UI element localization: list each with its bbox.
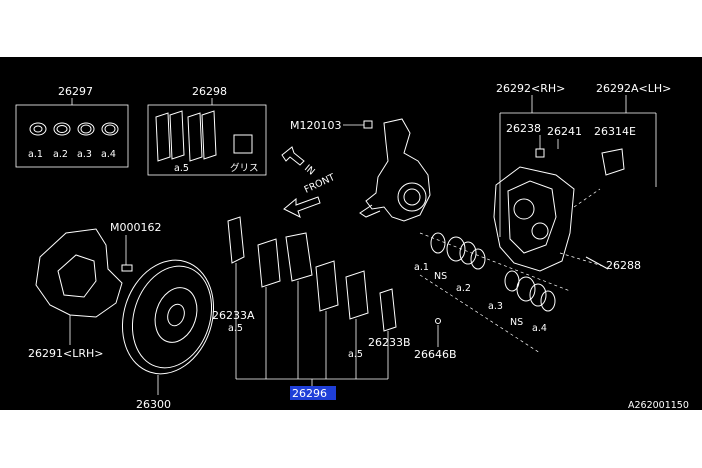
- label-26296[interactable]: 26296: [292, 387, 327, 400]
- label-a2: a.2: [53, 149, 68, 160]
- rotor-group: 26300: [121, 259, 215, 410]
- seal-kit-group: 26297 a.1 a.2 a.3 a.4: [15, 85, 129, 168]
- label-a1: a.1: [28, 149, 43, 160]
- caliper-group: 26292<RH> 26292A<LH> 26238 26241 26314E …: [493, 82, 671, 272]
- pad-group: 26233A a.5 a.5 26233B 26646B 26296: [212, 216, 457, 400]
- parts-diagram: 26297 a.1 a.2 a.3 a.4 26298 a.5 グリス IN F…: [0, 57, 702, 410]
- label-26292a-lh[interactable]: 26292A<LH>: [596, 82, 671, 95]
- label-26292-rh[interactable]: 26292<RH>: [496, 82, 565, 95]
- pad-kit-group: 26298 a.5 グリス: [147, 85, 267, 176]
- diagram-svg: 26297 a.1 a.2 a.3 a.4 26298 a.5 グリス IN F…: [15, 82, 689, 410]
- label-m000162[interactable]: M000162: [110, 221, 161, 234]
- label-a4: a.4: [101, 149, 116, 160]
- label-26238[interactable]: 26238: [506, 122, 541, 135]
- label-grease: グリス: [230, 162, 259, 174]
- label-26298[interactable]: 26298: [192, 85, 227, 98]
- label-26646b[interactable]: 26646B: [414, 348, 457, 361]
- highlight-26296: [290, 386, 336, 400]
- label-in: IN: [302, 163, 317, 178]
- label-a3-piston: a.3: [488, 301, 503, 312]
- label-26297[interactable]: 26297: [58, 85, 93, 98]
- label-a1-piston: a.1: [414, 262, 429, 273]
- label-ns-2: NS: [510, 317, 523, 328]
- label-26241[interactable]: 26241: [547, 125, 582, 138]
- label-a5-left: a.5: [228, 323, 243, 334]
- knuckle-group: M120103: [290, 118, 431, 222]
- label-ns-1: NS: [434, 271, 447, 282]
- label-26233a[interactable]: 26233A: [212, 309, 255, 322]
- label-26291[interactable]: 26291<LRH>: [28, 347, 103, 360]
- label-a2-piston: a.2: [456, 283, 471, 294]
- diagram-code: A262001150: [628, 400, 689, 410]
- direction-arrows: IN FRONT: [281, 146, 337, 218]
- label-26288[interactable]: 26288: [606, 259, 641, 272]
- label-a5-kit: a.5: [174, 163, 189, 174]
- label-26314e[interactable]: 26314E: [594, 125, 636, 138]
- label-26300[interactable]: 26300: [136, 398, 171, 410]
- label-m120103[interactable]: M120103: [290, 119, 341, 132]
- label-a3: a.3: [77, 149, 92, 160]
- piston-seal-group: a.1 NS a.2 a.3 NS a.4: [414, 232, 571, 354]
- label-a4-piston: a.4: [532, 323, 547, 334]
- shield-group: M000162 26291<LRH>: [28, 221, 161, 360]
- label-26233b[interactable]: 26233B: [368, 336, 411, 349]
- label-a5-right: a.5: [348, 349, 363, 360]
